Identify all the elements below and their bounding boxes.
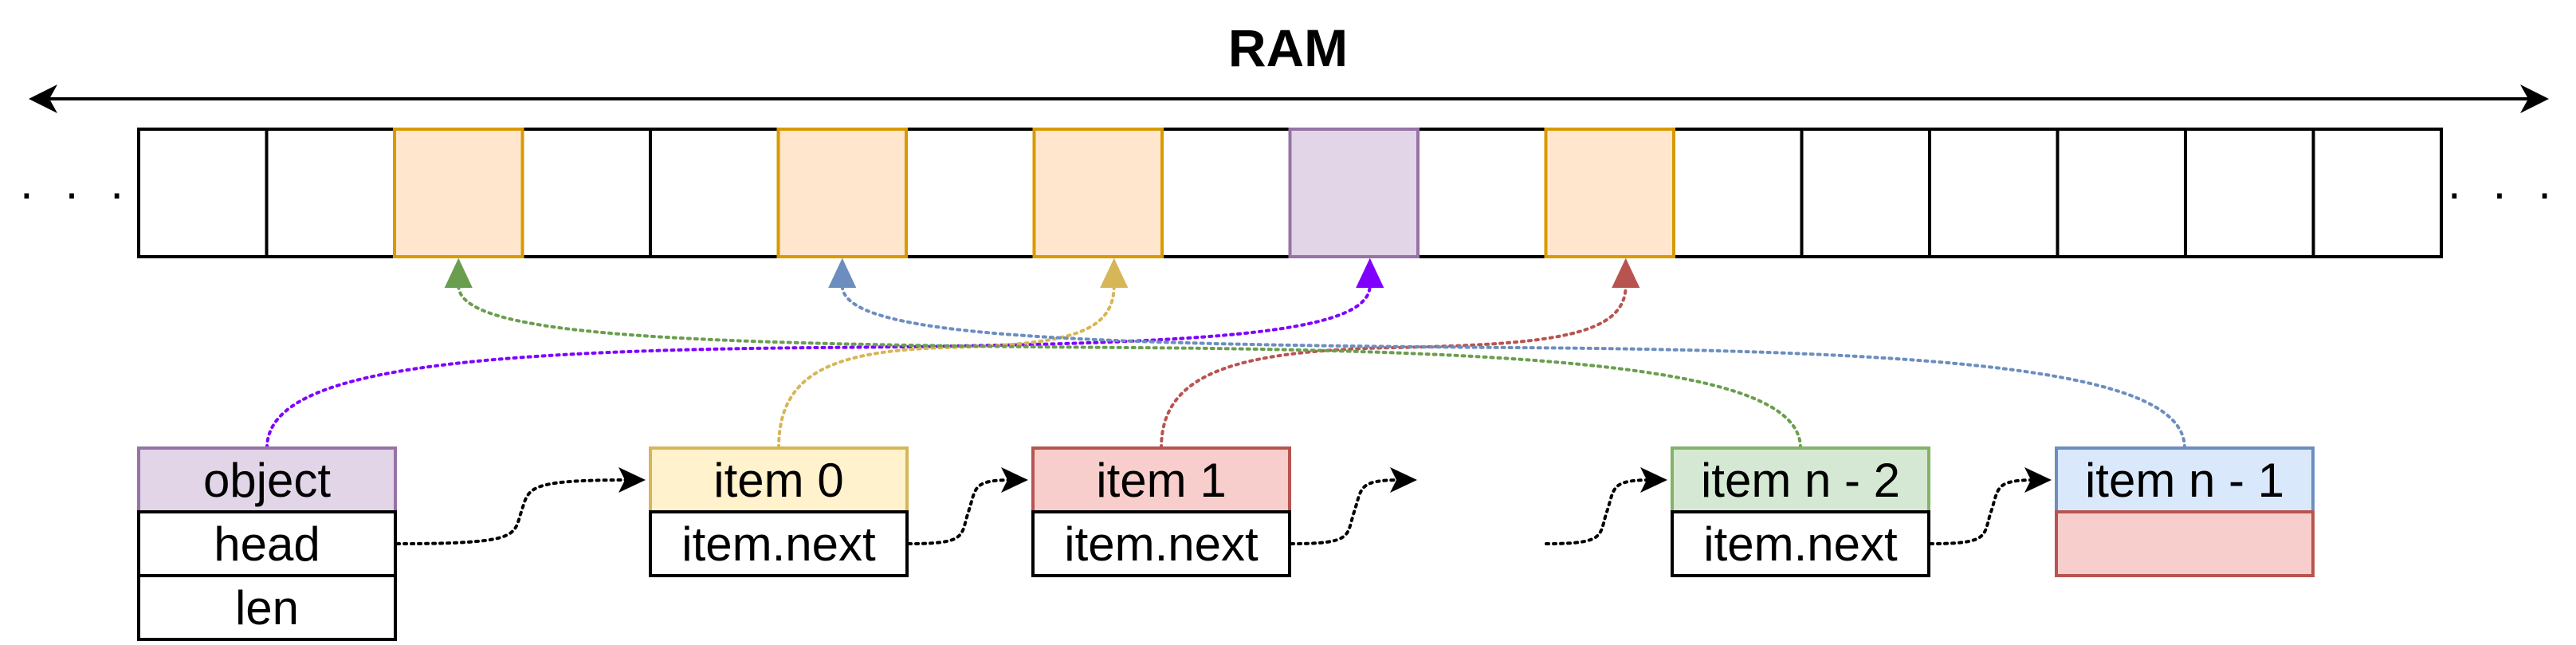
pointer-item1-curve: [1160, 284, 1628, 450]
pointer-item-n1-curve: [840, 284, 2186, 450]
memory-cell-highlighted: [1032, 128, 1164, 258]
pointer-item-n1-arrowhead: [828, 258, 857, 288]
ram-span-arrow: [29, 85, 2549, 113]
memory-cell: [2311, 128, 2443, 258]
next-link-item-n2-item-n1: [1929, 478, 2037, 545]
memory-cell-highlighted: [1288, 128, 1420, 258]
object-header-label: object: [202, 453, 332, 507]
item1-header-label: item 1: [1096, 453, 1227, 507]
ram-title: RAM: [1227, 18, 1349, 77]
next-link-item0-item1-arrowhead: [1001, 467, 1028, 493]
ellipsis-right: · · ·: [2446, 165, 2561, 219]
pointer-item0-arrowhead: [1100, 258, 1129, 288]
object-len-box: [137, 574, 397, 641]
item1-header-box: [1031, 446, 1291, 513]
memory-cell: [1672, 128, 1804, 258]
pointer-item-n2-arrowhead: [444, 258, 473, 288]
pointer-item-n2-curve: [457, 284, 1802, 450]
list-nodes: [137, 446, 2315, 641]
pointer-item1-arrowhead: [1612, 258, 1640, 288]
next-link-gap-item-n2-arrowhead: [1640, 467, 1667, 493]
memory-cell: [1416, 128, 1548, 258]
memory-cell: [265, 128, 396, 258]
memory-cell: [649, 128, 780, 258]
item0-header-box: [649, 446, 909, 513]
item-n1-header-label: item n - 1: [2084, 453, 2285, 507]
next-link-object-item0: [395, 478, 631, 545]
item-n2-next-box: [1671, 510, 1930, 577]
pointer-object-arrowhead: [1356, 258, 1384, 288]
next-link-gap-item-n2: [1545, 478, 1653, 545]
next-link-item-n2-item-n1-arrowhead: [2024, 467, 2052, 493]
memory-cells: [137, 128, 2443, 258]
item1-next-field: item.next: [1064, 517, 1259, 571]
memory-cell: [1800, 128, 1931, 258]
memory-cell: [1928, 128, 2060, 258]
item1-next-box: [1031, 510, 1291, 577]
memory-cell: [2184, 128, 2315, 258]
pointer-curves: [265, 258, 2186, 450]
next-link-item1-gap: [1290, 478, 1403, 545]
memory-cell: [905, 128, 1036, 258]
memory-cell-highlighted: [393, 128, 524, 258]
memory-cell: [1160, 128, 1292, 258]
item-n1-header-box: [2055, 446, 2315, 513]
item0-next-box: [649, 510, 909, 577]
pointer-object-curve: [265, 284, 1372, 450]
item-n2-header-box: [1671, 446, 1930, 513]
next-link-item0-item1: [907, 478, 1014, 545]
memory-cell-highlighted: [1544, 128, 1675, 258]
pointer-item0-curve: [777, 284, 1116, 450]
next-link-item1-gap-arrowhead: [1390, 467, 1417, 493]
object-len-field: len: [234, 580, 300, 635]
item-n2-header-label: item n - 2: [1700, 453, 1901, 507]
item-n2-next-field: item.next: [1703, 517, 1898, 571]
item-n1-field-box: [2055, 510, 2315, 577]
memory-cell: [2056, 128, 2187, 258]
object-head-field: head: [214, 517, 320, 571]
object-head-box: [137, 510, 397, 577]
memory-cell: [137, 128, 269, 258]
item0-next-field: item.next: [681, 517, 876, 571]
ellipsis-left: · · ·: [18, 165, 133, 219]
item0-header-label: item 0: [713, 453, 844, 507]
next-link-object-item0-arrowhead: [618, 467, 646, 493]
memory-cell-highlighted: [776, 128, 908, 258]
memory-cell: [520, 128, 652, 258]
next-links: [395, 467, 2052, 545]
